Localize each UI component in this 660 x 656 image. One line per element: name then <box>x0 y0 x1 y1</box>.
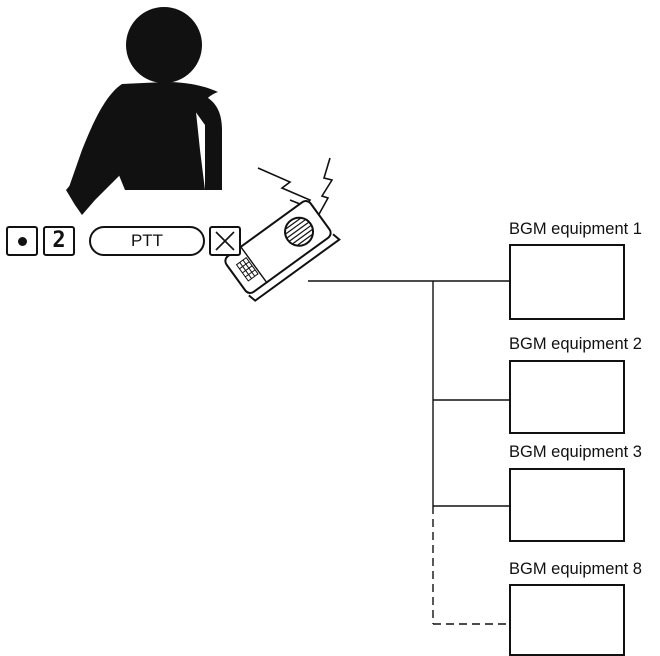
close-icon <box>215 231 235 251</box>
operator-figure <box>66 7 222 215</box>
digit-2-key[interactable]: 2 <box>43 226 75 256</box>
equipment-1-box <box>509 244 625 320</box>
dot-icon <box>17 236 27 246</box>
equipment-8-box <box>509 584 625 656</box>
equipment-3-box <box>509 468 625 542</box>
equipment-3-label: BGM equipment 3 <box>509 443 642 461</box>
clear-key[interactable] <box>209 226 241 256</box>
equipment-2-box <box>509 360 625 434</box>
keypad-grid <box>235 257 259 282</box>
equipment-1-label: BGM equipment 1 <box>509 220 642 238</box>
dot-key[interactable] <box>6 226 38 256</box>
equipment-8-label: BGM equipment 8 <box>509 560 642 578</box>
operator-head <box>126 7 202 83</box>
operator-arm <box>66 86 149 215</box>
ptt-key[interactable]: PTT <box>89 226 205 256</box>
remote-controller <box>224 200 341 302</box>
signal-lines <box>308 280 509 625</box>
equipment-2-label: BGM equipment 2 <box>509 335 642 353</box>
